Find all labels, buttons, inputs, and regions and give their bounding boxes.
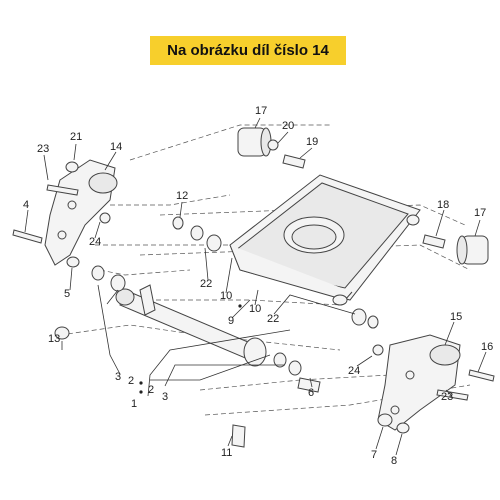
banner-text: Na obrázku díl číslo 14 — [167, 42, 329, 59]
callout-17-top: 17 — [255, 105, 267, 117]
callout-6: 6 — [308, 387, 314, 399]
callout-4: 4 — [23, 199, 29, 211]
bracket-part-14 — [44, 159, 118, 266]
callout-24-left: 24 — [89, 236, 101, 248]
callout-3-left: 3 — [115, 371, 121, 383]
callout-dot-upper — [139, 381, 143, 385]
callout-2-left: 2 — [128, 375, 134, 387]
callout-labels: 17 20 19 21 14 23 12 4 18 17 24 22 5 10 … — [23, 105, 493, 467]
callout-15: 15 — [450, 311, 462, 323]
callout-dot-frame — [238, 304, 242, 308]
bracket-part-15 — [377, 334, 461, 431]
part-number-banner: Na obrázku díl číslo 14 — [150, 36, 346, 65]
callout-9: 9 — [228, 315, 234, 327]
callout-13: 13 — [48, 333, 60, 345]
callout-19: 19 — [306, 136, 318, 148]
callout-21: 21 — [70, 131, 82, 143]
callout-7: 7 — [371, 449, 377, 461]
callout-8: 8 — [391, 455, 397, 467]
small-parts — [12, 127, 495, 448]
callout-17-right: 17 — [474, 207, 486, 219]
callout-2-right: 2 — [148, 384, 154, 396]
callout-12: 12 — [176, 190, 188, 202]
callout-18: 18 — [437, 199, 449, 211]
callout-dot-lower — [139, 390, 143, 394]
assembly-guide-lines — [59, 124, 471, 416]
callout-10-right: 10 — [249, 303, 261, 315]
callout-24-right: 24 — [348, 365, 360, 377]
callout-5: 5 — [64, 288, 70, 300]
callout-1: 1 — [131, 398, 137, 410]
shaft-part-1 — [115, 284, 267, 367]
callout-3-right: 3 — [162, 391, 168, 403]
callout-20: 20 — [282, 120, 294, 132]
callout-11: 11 — [221, 447, 232, 459]
callout-16: 16 — [481, 341, 493, 353]
leader-lines — [24, 117, 487, 456]
callout-23-right: 23 — [441, 391, 453, 403]
callout-14: 14 — [110, 141, 122, 153]
callout-10-left: 10 — [220, 290, 232, 302]
callout-22-upper: 22 — [200, 278, 212, 290]
callout-23-left: 23 — [37, 143, 49, 155]
callout-22-lower: 22 — [267, 313, 279, 325]
swing-arm-frame — [229, 174, 421, 306]
